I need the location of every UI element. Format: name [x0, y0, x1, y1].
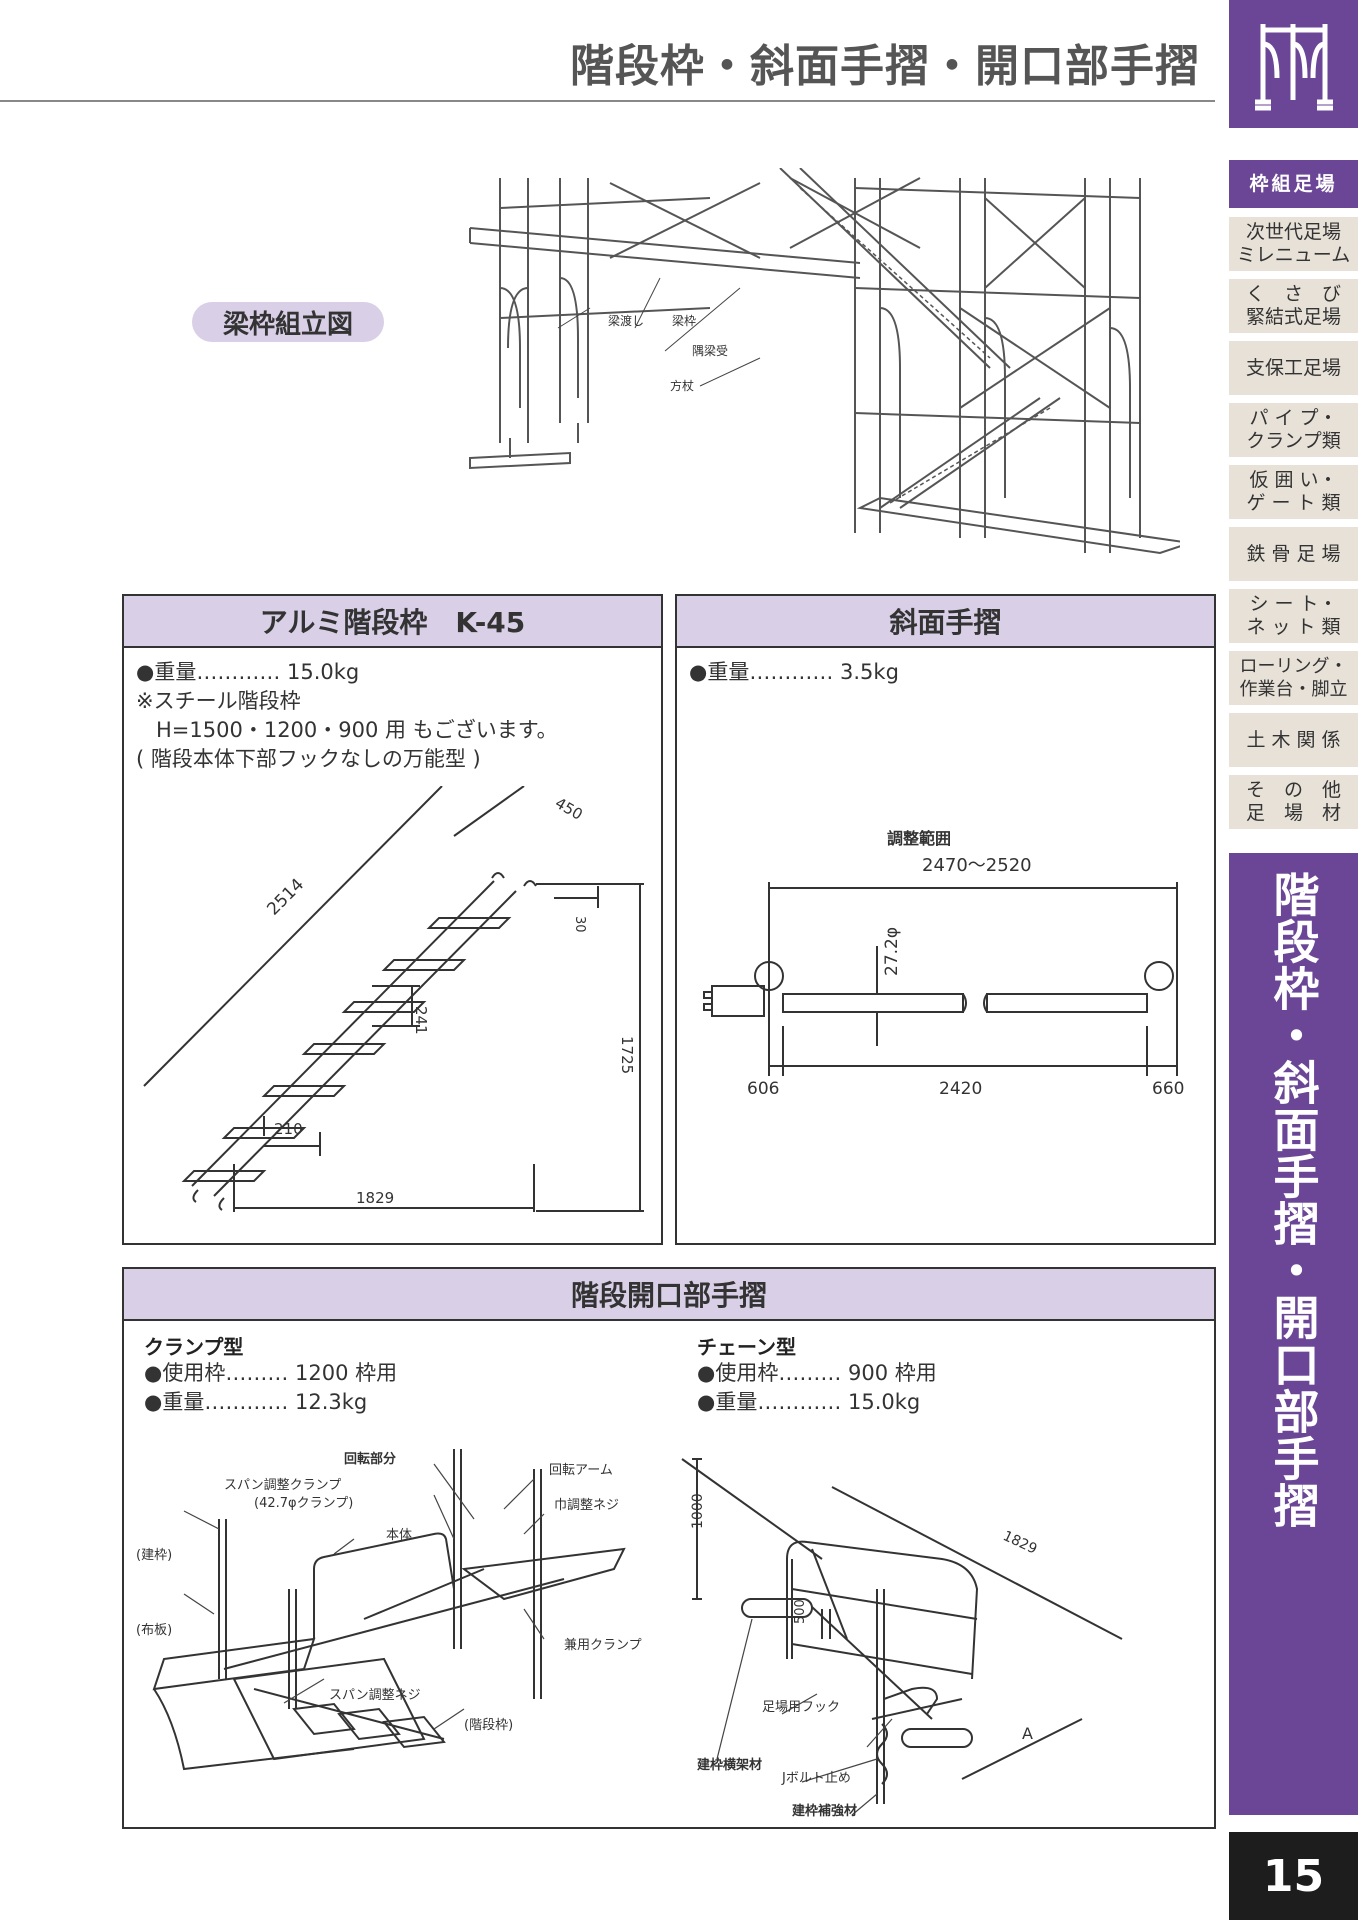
dim-1829: 1829 — [1000, 1528, 1039, 1558]
sidebar-item-sheet-net[interactable]: シ ー ト・ ネ ッ ト 類 — [1229, 589, 1358, 643]
dim-range-label: 調整範囲 — [887, 829, 951, 848]
alumi-stair-note3: ( 階段本体下部フックなしの万能型 ) — [136, 747, 481, 771]
slope-rail-drawing: 調整範囲 2470〜2520 27.2φ 606 2420 660 — [703, 829, 1184, 1099]
dim-diameter: 27.2φ — [882, 927, 902, 976]
slope-rail-title: 斜面手摺 — [677, 596, 1214, 648]
dim-height: 1725 — [618, 1036, 636, 1074]
scaffold-logo — [1229, 0, 1358, 128]
alumi-stair-panel: アルミ階段枠 K-45 ●重量………… 15.0kg ※スチール階段枠 H=15… — [122, 594, 663, 1245]
callout-frame: (建枠) — [136, 1548, 172, 1563]
scaffold-frame-icon — [1255, 24, 1333, 111]
callout-stair-frame: (階段枠) — [464, 1718, 513, 1733]
sidebar-item-frame-scaffold[interactable]: 枠組足場 — [1229, 160, 1358, 208]
sidebar-item-pipe-clamp[interactable]: パ イ プ・ クランプ類 — [1229, 403, 1358, 457]
alumi-stair-note1: ※スチール階段枠 — [136, 689, 301, 713]
chain-weight: ●重量………… 15.0kg — [697, 1390, 921, 1414]
clamp-frame: ●使用枠……… 1200 枠用 — [144, 1361, 398, 1385]
header-rule — [0, 100, 1215, 102]
clamp-type-drawing: 回転部分 スパン調整クランプ (42.7φクランプ) 本体 回転アーム 巾調整ネ… — [136, 1449, 642, 1771]
dim-left: 606 — [747, 1079, 779, 1099]
chain-type-drawing: 1000 1829 500 足場用フック 建枠横架材 Jボルト止め A 建枠補強… — [681, 1458, 1123, 1819]
callout-span-clamp: スパン調整クランプ — [224, 1478, 341, 1493]
alumi-stair-note2: H=1500・1200・900 用 もございます。 — [156, 718, 558, 742]
sidebar-item-steel[interactable]: 鉄 骨 足 場 — [1229, 527, 1358, 581]
callout-crossbar: 建枠横架材 — [697, 1757, 762, 1773]
callout-hariwatashi: 梁渡し — [608, 313, 644, 328]
dim-rise: 241 — [412, 1006, 430, 1035]
callout-harawaku: 梁枠 — [672, 313, 696, 328]
callout-jbolt: Jボルト止め — [781, 1771, 851, 1786]
assembly-badge: 梁枠組立図 — [192, 302, 384, 342]
dim-500: 500 — [793, 1599, 808, 1624]
dim-range: 2470〜2520 — [922, 855, 1032, 876]
sidebar-item-civil[interactable]: 土 木 関 係 — [1229, 713, 1358, 767]
dim-step: 210 — [274, 1120, 303, 1138]
sidebar-item-other[interactable]: そ の 他 足 場 材 — [1229, 775, 1358, 829]
section-label: 階段枠・斜面手摺・開口部手摺 — [1229, 853, 1358, 1815]
clamp-type-title: クランプ型 — [144, 1335, 244, 1359]
dim-depth: 1829 — [356, 1189, 394, 1207]
callout-rotation-part: 回転部分 — [344, 1451, 396, 1467]
dim-offset: 30 — [572, 916, 587, 933]
opening-rail-panel: 階段開口部手摺 クランプ型 ●使用枠……… 1200 枠用 ●重量………… 12… — [122, 1267, 1216, 1829]
alumi-stair-title: アルミ階段枠 K-45 — [124, 596, 661, 648]
assembly-diagram: 梁渡し 梁枠 隅梁受 方杖 — [469, 168, 1180, 555]
callout-dual-clamp: 兼用クランプ — [564, 1638, 642, 1653]
callout-width-screw: 巾調整ネジ — [554, 1498, 619, 1513]
clamp-weight: ●重量………… 12.3kg — [144, 1390, 368, 1414]
dim-1000: 1000 — [690, 1493, 706, 1529]
page-title: 階段枠・斜面手摺・開口部手摺 — [570, 41, 1200, 92]
sidebar-item-support[interactable]: 支保工足場 — [1229, 341, 1358, 395]
dim-a: A — [1022, 1724, 1033, 1743]
alumi-stair-drawing: 2514 450 30 241 1725 210 — [143, 786, 644, 1212]
opening-rail-title: 階段開口部手摺 — [124, 1269, 1214, 1321]
alumi-stair-depth-dim: 1829 — [233, 1164, 535, 1212]
dim-center: 2420 — [939, 1079, 982, 1099]
alumi-stair-weight: ●重量………… 15.0kg — [136, 660, 360, 684]
slope-rail-panel: 斜面手摺 ●重量………… 3.5kg 調整範囲 2470〜2520 27.2φ … — [675, 594, 1216, 1245]
callout-span-screw: スパン調整ネジ — [329, 1688, 421, 1703]
callout-hook: 足場用フック — [762, 1700, 840, 1715]
callout-rotation-arm: 回転アーム — [549, 1463, 613, 1478]
sidebar-item-millennium[interactable]: 次世代足場 ミレニューム — [1229, 217, 1358, 271]
slope-rail-weight: ●重量………… 3.5kg — [689, 660, 899, 684]
chain-frame: ●使用枠……… 900 枠用 — [697, 1361, 937, 1385]
sidebar-item-enclosure[interactable]: 仮 囲 い・ ゲ ー ト 類 — [1229, 465, 1358, 519]
callout-span-clamp-size: (42.7φクランプ) — [254, 1496, 353, 1511]
dim-right: 660 — [1152, 1079, 1184, 1099]
callout-board: (布板) — [136, 1623, 172, 1638]
sidebar-item-rolling[interactable]: ローリング・ 作業台・脚立 — [1229, 651, 1358, 705]
callout-body: 本体 — [386, 1528, 412, 1543]
callout-hozue: 方杖 — [670, 378, 694, 393]
sidebar-item-wedge[interactable]: く さ び 緊結式足場 — [1229, 279, 1358, 333]
callout-sumiharauke: 隅梁受 — [692, 343, 728, 358]
callout-reinforce: 建枠補強材 — [792, 1803, 857, 1819]
page-number: 15 — [1229, 1832, 1358, 1920]
chain-type-title: チェーン型 — [697, 1335, 796, 1359]
